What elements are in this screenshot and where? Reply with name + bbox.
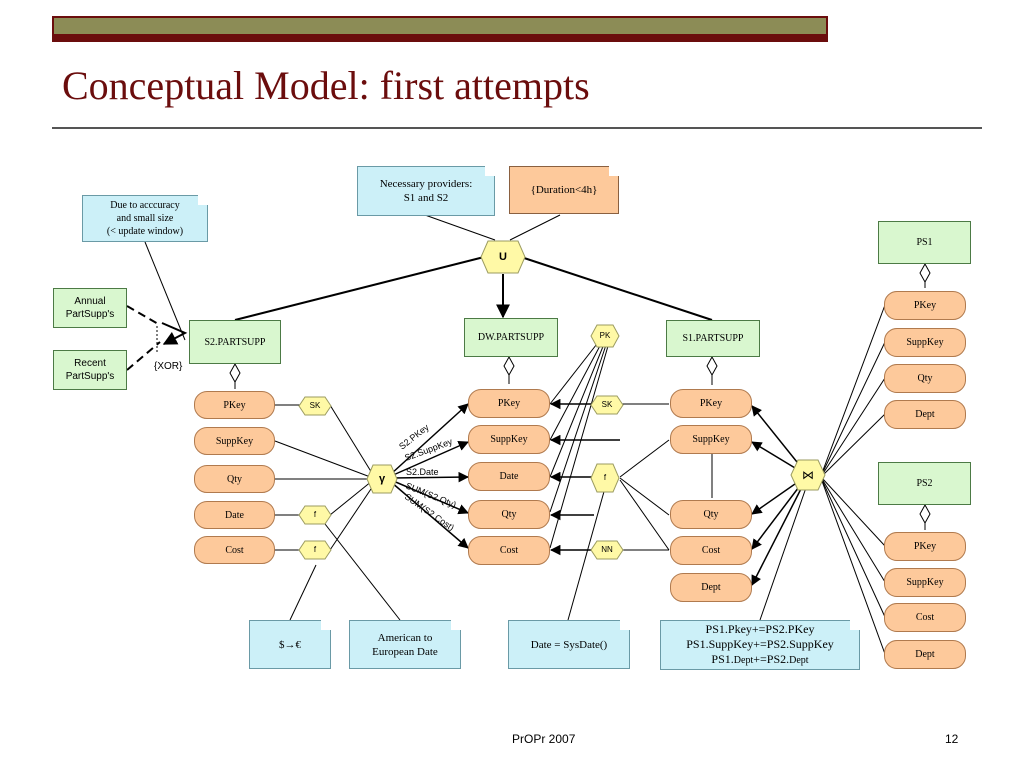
dw-aggregation-diamond — [503, 355, 515, 377]
join-condition-line2: PS1.SuppKey+=PS2.SuppKey — [686, 637, 834, 651]
accuracy-note-line1: Due to acccuracy — [110, 200, 180, 211]
duration-constraint-note: {Duration<4h} — [509, 166, 619, 214]
recent-partsupp-source: Recent PartSupp's — [53, 350, 127, 390]
s2-attr-cost: Cost — [194, 536, 275, 564]
s1-attr-suppkey: SuppKey — [670, 425, 752, 454]
providers-note: Necessary providers: S1 and S2 — [357, 166, 495, 216]
currency-note-text: $→€ — [279, 638, 301, 651]
annual-partsupp-source: Annual PartSupp's — [53, 288, 127, 328]
s1-attr-qty: Qty — [670, 500, 752, 529]
f-operator-date — [298, 505, 332, 525]
title-bar — [54, 18, 826, 34]
f-operator-sysdate — [590, 463, 620, 493]
f-operator-cost — [298, 540, 332, 560]
recent-partsupp-line2: PartSupp's — [65, 371, 115, 382]
page-number: 12 — [945, 732, 959, 746]
s2-attr-qty: Qty — [194, 465, 275, 493]
s2-attr-date: Date — [194, 501, 275, 529]
s2-attr-pkey: PKey — [194, 391, 275, 419]
edge-label-date: S2.Date — [406, 467, 439, 477]
accuracy-note: Due to acccuracy and small size (< updat… — [82, 195, 208, 242]
join-condition-line3-d: Dept — [789, 655, 809, 666]
f-operator-date-label: f — [313, 510, 317, 519]
ps1-attr-suppkey: SuppKey — [884, 328, 966, 357]
footer-center: PrOPr 2007 — [512, 732, 576, 746]
ps2-attr-dept: Dept — [884, 640, 966, 669]
recent-partsupp-line1: Recent — [74, 358, 106, 369]
join-condition-line3-c: +=PS2. — [753, 652, 790, 666]
sk-operator-s2 — [298, 396, 332, 416]
ps2-recordset: PS2 — [878, 462, 971, 505]
dw-partsupp-recordset: DW.PARTSUPP — [464, 318, 558, 357]
join-condition-line3: PS1.Dept+=PS2.Dept — [711, 652, 808, 668]
providers-note-line2: S1 and S2 — [403, 192, 449, 204]
date-format-note-line2: European Date — [372, 645, 438, 658]
ps2-aggregation-diamond — [919, 503, 931, 525]
annual-partsupp-line1: Annual — [74, 296, 106, 307]
nn-operator — [590, 540, 624, 560]
dw-attr-pkey: PKey — [468, 389, 550, 418]
sysdate-note: Date = SysDate() — [508, 620, 630, 669]
ps1-aggregation-diamond — [919, 262, 931, 284]
xor-constraint-label: {XOR} — [154, 361, 183, 372]
nn-operator-label: NN — [601, 545, 613, 554]
currency-note: $→€ — [249, 620, 331, 669]
accuracy-note-line3: (< update window) — [106, 226, 184, 237]
ps1-attr-dept: Dept — [884, 400, 966, 429]
ps2-attr-suppkey: SuppKey — [884, 568, 966, 597]
gamma-operator — [366, 464, 398, 494]
gamma-operator-label: γ — [378, 473, 386, 485]
sk-operator-s2-label: SK — [309, 401, 321, 410]
join-condition-line3-b: Dept — [733, 655, 754, 666]
ps2-attr-pkey: PKey — [884, 532, 966, 561]
dw-attr-date: Date — [468, 462, 550, 491]
ps1-attr-pkey: PKey — [884, 291, 966, 320]
f-operator-cost-label: f — [313, 545, 317, 554]
pk-operator-label: PK — [599, 331, 611, 340]
slide-title: Conceptual Model: first attempts — [62, 63, 590, 108]
join-operator-label: ⋈ — [802, 468, 814, 482]
title-divider — [52, 127, 982, 129]
pk-operator — [590, 324, 620, 348]
date-format-note: American to European Date — [349, 620, 461, 669]
dw-attr-qty: Qty — [468, 500, 550, 529]
dw-attr-suppkey: SuppKey — [468, 425, 550, 454]
s2-attr-suppkey: SuppKey — [194, 427, 275, 455]
date-format-note-line1: American to — [377, 631, 433, 644]
ps2-attr-cost: Cost — [884, 603, 966, 632]
ps1-recordset: PS1 — [878, 221, 971, 264]
s1-attr-pkey: PKey — [670, 389, 752, 418]
s1-partsupp-recordset: S1.PARTSUPP — [666, 320, 760, 357]
duration-constraint-text: {Duration<4h} — [530, 184, 598, 196]
join-condition-line1: PS1.Pkey+=PS2.PKey — [705, 622, 815, 636]
join-condition-note: PS1.Pkey+=PS2.PKey PS1.SuppKey+=PS2.Supp… — [660, 620, 860, 670]
s1-aggregation-diamond — [706, 355, 718, 377]
f-operator-sysdate-label: f — [603, 473, 607, 482]
s1-attr-cost: Cost — [670, 536, 752, 565]
sysdate-note-text: Date = SysDate() — [530, 638, 608, 651]
dw-attr-cost: Cost — [468, 536, 550, 565]
annual-partsupp-line2: PartSupp's — [65, 309, 115, 320]
s2-partsupp-recordset: S2.PARTSUPP — [189, 320, 281, 364]
providers-note-line1: Necessary providers: — [379, 178, 473, 190]
ps1-attr-qty: Qty — [884, 364, 966, 393]
s2-aggregation-diamond — [229, 362, 241, 384]
sk-operator-s1 — [590, 395, 624, 415]
accuracy-note-line2: and small size — [116, 213, 174, 224]
union-operator — [480, 240, 526, 274]
s1-attr-dept: Dept — [670, 573, 752, 602]
union-operator-label: U — [499, 251, 507, 263]
join-operator — [790, 459, 826, 491]
sk-operator-s1-label: SK — [601, 400, 613, 409]
join-condition-line3-a: PS1. — [711, 652, 734, 666]
